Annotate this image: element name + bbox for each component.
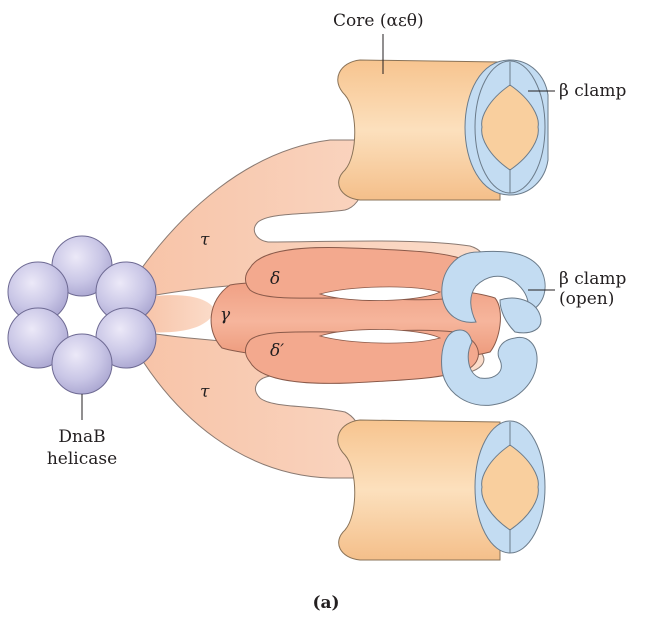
- beta-clamp-open-label-line2: (open): [559, 289, 614, 309]
- dnab-label-line2: helicase: [47, 449, 117, 469]
- tau-bottom-label: τ: [200, 382, 210, 402]
- delta-label: δ: [270, 269, 280, 289]
- gamma-label: γ: [220, 305, 231, 325]
- beta-clamp-top: [465, 60, 548, 195]
- dnab-label-line1: DnaB: [58, 427, 105, 447]
- figure-caption: (a): [312, 593, 339, 613]
- tau-top-label: τ: [200, 230, 210, 250]
- dnab-helicase: [8, 236, 156, 394]
- beta-clamp-label: β clamp: [559, 81, 626, 101]
- delta-prime-label: δ′: [270, 341, 284, 361]
- beta-clamp-bottom: [475, 421, 545, 553]
- beta-clamp-open-label-line1: β clamp: [559, 269, 626, 289]
- core-label: Core (αεθ): [333, 11, 424, 31]
